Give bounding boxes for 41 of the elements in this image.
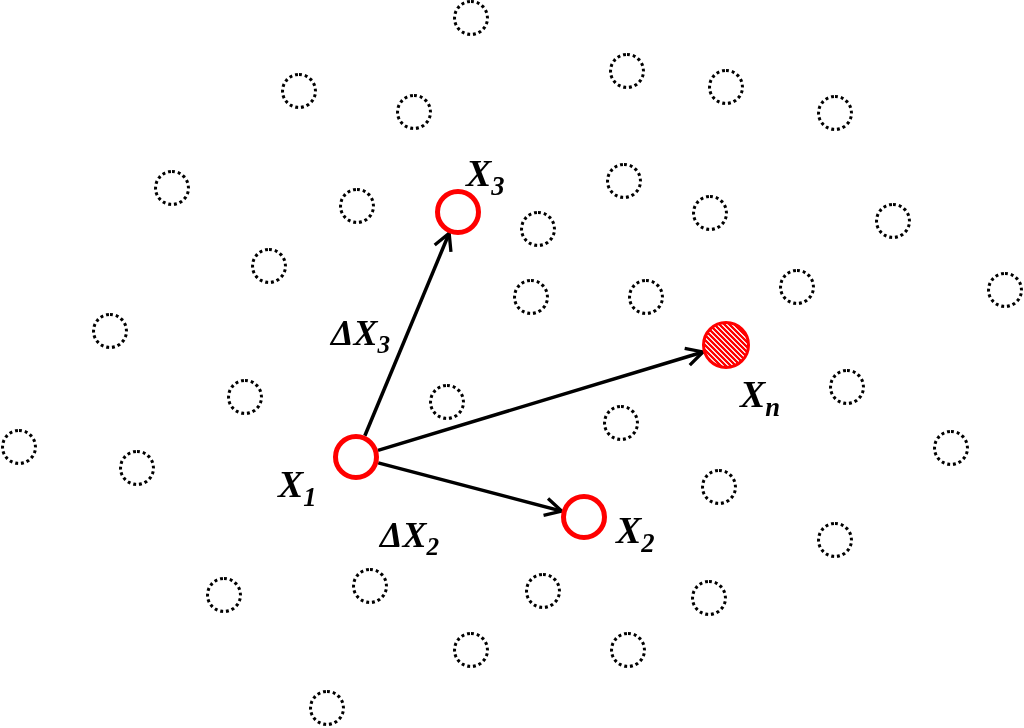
dotted-circle: [513, 279, 549, 315]
dotted-circle: [119, 450, 155, 486]
arrow: [377, 461, 564, 518]
dotted-circle: [1, 429, 37, 465]
dotted-circle: [987, 272, 1023, 308]
dotted-circle: [692, 195, 728, 231]
dotted-circle: [701, 469, 737, 505]
dotted-circle: [691, 580, 727, 616]
dotted-circle: [606, 163, 642, 199]
dotted-circle: [92, 313, 128, 349]
dotted-circle: [628, 279, 664, 315]
dotted-circle: [339, 188, 375, 224]
dotted-circle: [603, 405, 639, 441]
dotted-circle: [610, 632, 646, 668]
dotted-circle: [453, 632, 489, 668]
arrow: [377, 346, 705, 452]
dotted-circle: [281, 73, 317, 109]
dotted-circle: [309, 690, 345, 726]
dotted-circle: [206, 577, 242, 613]
arrow: [363, 231, 453, 437]
dotted-circle: [817, 522, 853, 558]
dotted-circle: [708, 69, 744, 105]
dotted-circle: [933, 430, 969, 466]
dotted-circle: [779, 269, 815, 305]
dotted-circle: [817, 95, 853, 131]
dotted-circle: [609, 53, 645, 89]
point-label: X$_{1}$: [278, 465, 317, 511]
dotted-circle: [251, 248, 287, 284]
dotted-circle: [154, 170, 190, 206]
dotted-circle: [352, 568, 388, 604]
dotted-circle: [829, 369, 865, 405]
dotted-circle: [429, 384, 465, 420]
dotted-circle: [520, 211, 556, 247]
point-label: X$_{n}$: [740, 375, 781, 421]
dotted-circle: [875, 203, 911, 239]
dotted-circle: [227, 379, 263, 415]
dotted-circle: [525, 573, 561, 609]
point-label: X$_{2}$: [616, 511, 655, 557]
dotted-circle: [453, 0, 489, 36]
point-label: X$_{3}$: [466, 154, 505, 200]
dotted-circle: [396, 94, 432, 130]
